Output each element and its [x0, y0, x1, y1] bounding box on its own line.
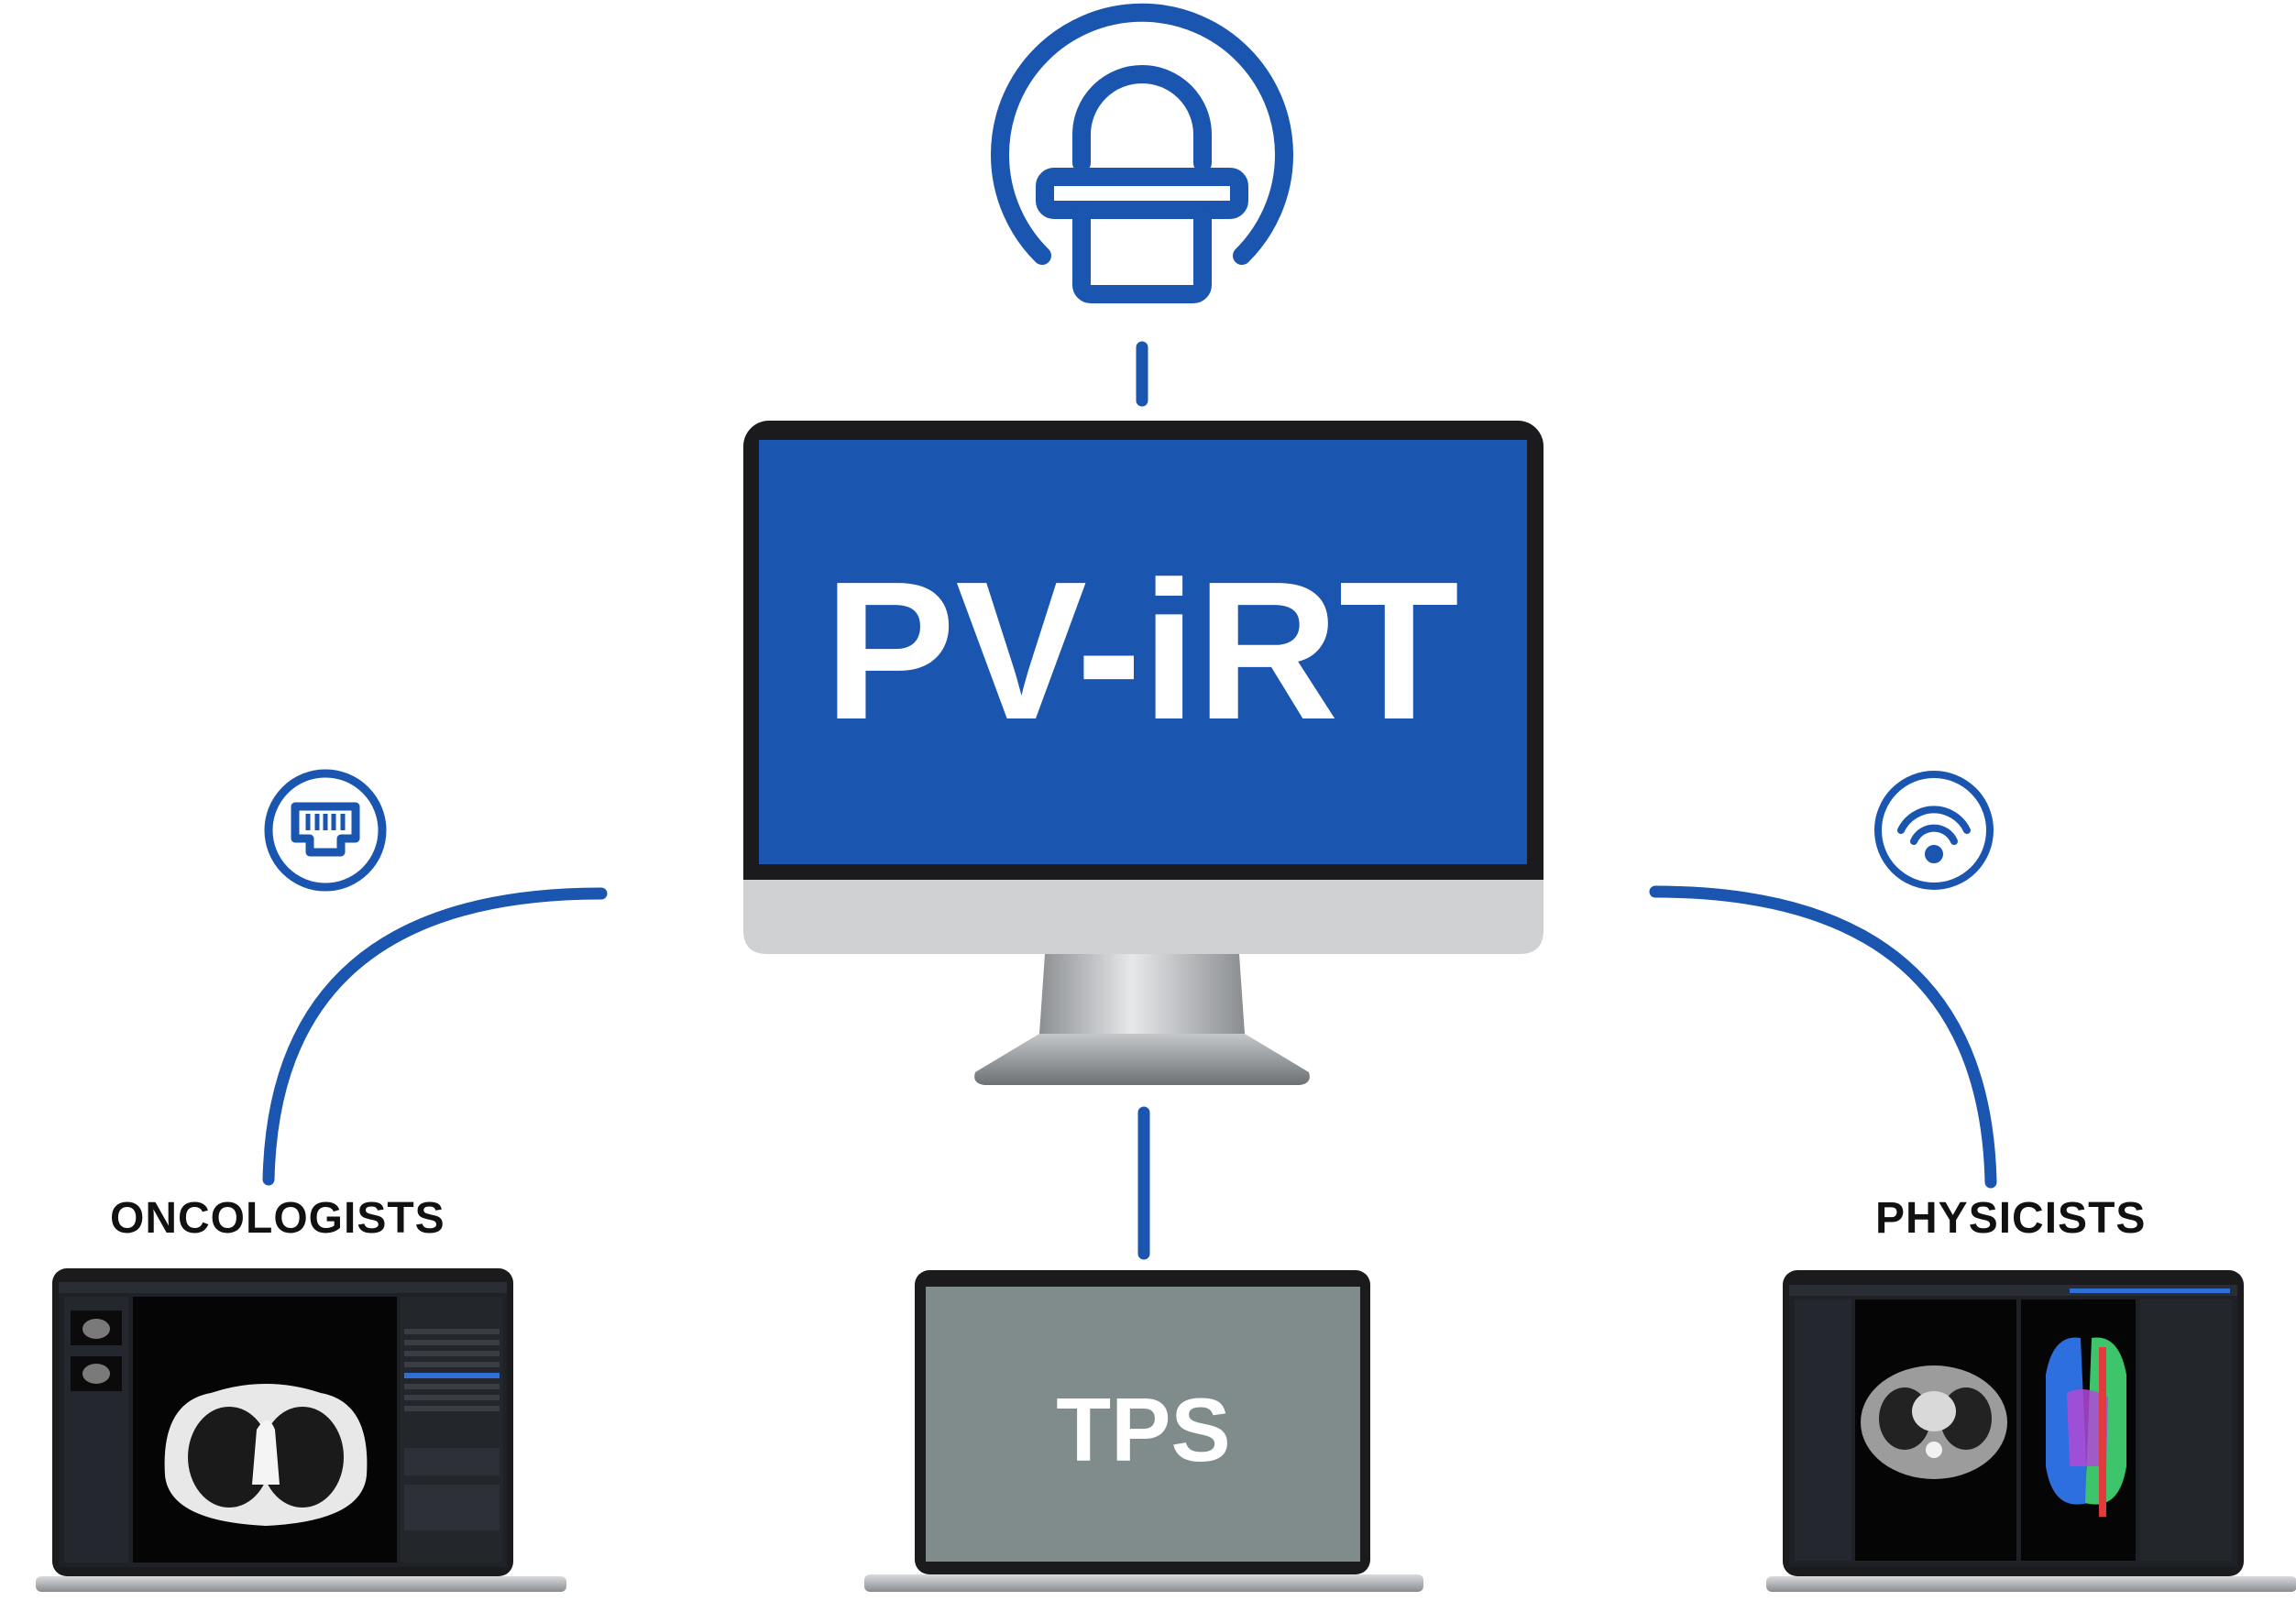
aorta-render: [2099, 1347, 2106, 1517]
lung-render-mid: [2067, 1389, 2108, 1466]
text-block: [404, 1448, 500, 1475]
ethernet-port-icon: [264, 769, 387, 892]
thumbnail-lung: [82, 1364, 110, 1384]
table-row: [404, 1395, 500, 1400]
table-row-selected: [404, 1373, 500, 1378]
app-toolbar-highlight: [2070, 1288, 2230, 1293]
main-screen-title: PV-iRT: [824, 540, 1459, 761]
laptop-oncologists: [36, 1268, 566, 1592]
wifi-icon: [1874, 771, 1994, 890]
scanner-base: [1072, 201, 1212, 303]
tps-label: TPS: [1056, 1378, 1231, 1480]
ct-lung-right: [261, 1407, 344, 1508]
ct-heart: [252, 1420, 280, 1485]
ct-spine: [1926, 1442, 1942, 1458]
app-tool-panel: [2140, 1299, 2232, 1561]
laptop-physicists: [1766, 1270, 2296, 1592]
text-block: [404, 1485, 500, 1530]
app-topbar: [59, 1282, 507, 1293]
laptop-base: [1766, 1576, 2296, 1592]
scanner-outer-arc: [991, 3, 1293, 265]
physicists-label: PHYSICISTS: [1875, 1194, 2147, 1243]
monitor-screen: [759, 440, 1527, 864]
ethernet-circle: [264, 769, 387, 892]
thumbnail-lung: [82, 1319, 110, 1339]
oncologists-label: ONCOLOGISTS: [110, 1194, 445, 1243]
connector-oncologists: [262, 887, 608, 1186]
monitor-stand-neck: [1039, 954, 1245, 1034]
app-structure-list: [1795, 1299, 1851, 1561]
ct-heart: [1912, 1391, 1956, 1431]
connector-physicists: [1649, 885, 1997, 1189]
monitor-chin: [743, 880, 1543, 954]
main-monitor: [743, 421, 1543, 1085]
table-row: [404, 1384, 500, 1389]
table-row: [404, 1406, 500, 1411]
table-row: [404, 1340, 500, 1345]
table-row: [404, 1329, 500, 1334]
laptop-base: [36, 1576, 566, 1592]
scanner-inner-arch: [1072, 65, 1212, 172]
laptop-base: [864, 1574, 1423, 1592]
ct-lung-left: [188, 1407, 270, 1508]
wifi-wave-outer: [1897, 806, 1971, 834]
ethernet-port-outline: [291, 802, 360, 857]
monitor-stand-base: [974, 1034, 1310, 1085]
tps-screen: [926, 1287, 1360, 1562]
wifi-dot: [1925, 845, 1943, 863]
wifi-circle: [1874, 771, 1994, 890]
laptop-tps: [864, 1270, 1423, 1592]
ct-scanner-icon: [991, 3, 1293, 303]
table-row: [404, 1362, 500, 1367]
wifi-wave-inner: [1910, 824, 1958, 845]
table-row: [404, 1351, 500, 1356]
